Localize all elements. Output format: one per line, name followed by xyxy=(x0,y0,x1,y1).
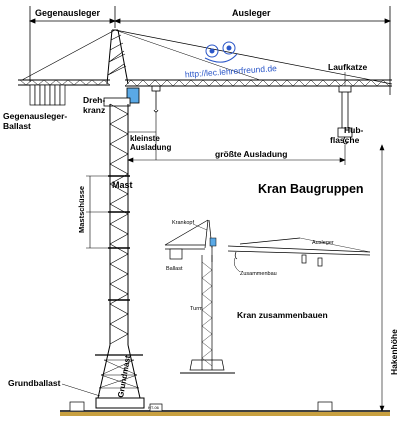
diagram-title: Kran Baugruppen xyxy=(258,182,364,196)
label-grundmast: Grundmast xyxy=(116,354,132,398)
label-groesste-ausladung: größte Ausladung xyxy=(215,149,287,159)
inset-label-krankopf: Krankopf xyxy=(172,220,194,226)
inset-drehkranz xyxy=(209,237,217,247)
watermark-url: http://lec.lehrerfreund.de xyxy=(185,63,278,79)
inset-zusammenbau-arrow xyxy=(233,257,241,273)
inset-label-ausleger: Ausleger xyxy=(312,240,334,246)
label-kleinste-ausladung-1: kleinste xyxy=(130,134,160,143)
main-jib xyxy=(124,79,392,87)
inset-krankopf-leader xyxy=(192,223,208,231)
groesste-ausladung-dim xyxy=(127,145,346,165)
label-hubflasche-1: Hub- xyxy=(344,125,364,135)
trolley-inner xyxy=(151,85,161,113)
drehkranz-slewing-platform xyxy=(103,97,131,107)
rail-blocks xyxy=(69,401,333,412)
top-dimension-lines xyxy=(28,6,392,95)
grundmast-base xyxy=(95,344,145,409)
mast-tower xyxy=(108,103,130,345)
label-gegenausleger-ballast-2: Ballast xyxy=(3,121,31,131)
kleinste-ausladung-dim xyxy=(127,112,157,160)
label-gegenausleger: Gegenausleger xyxy=(35,8,101,18)
label-grundballast: Grundballast xyxy=(8,378,61,388)
label-laufkatze: Laufkatze xyxy=(328,62,367,72)
label-hakenhoehe: Hakenhöhe xyxy=(389,329,399,375)
label-drehkranz-1: Dreh- xyxy=(83,95,105,105)
inset-caption: Kran zusammenbauen xyxy=(237,310,328,320)
inset-label-turm: Turm xyxy=(190,306,203,312)
label-mast: Mast xyxy=(112,180,133,190)
label-hubflasche-2: flasche xyxy=(330,135,360,145)
grundballast-leader xyxy=(61,383,101,397)
hakenhoehe-dim xyxy=(379,144,385,412)
counterjib-ballast-blocks xyxy=(29,84,66,106)
ground-strip xyxy=(60,412,390,416)
owl-logo-icon xyxy=(204,41,238,63)
small-mark-ht06: HT-06 xyxy=(148,405,160,410)
label-kleinste-ausladung-2: Ausladung xyxy=(130,143,171,152)
inset-label-zusammenbau: Zusammenbau xyxy=(240,271,277,277)
label-ausleger: Ausleger xyxy=(232,8,271,18)
crane-head xyxy=(21,29,393,85)
label-gegenausleger-ballast-1: Gegenausleger- xyxy=(3,111,67,121)
label-mastschuesse: Mastschüsse xyxy=(77,186,86,233)
counter-jib xyxy=(18,79,111,86)
inset-crane xyxy=(164,219,371,374)
label-drehkranz-2: kranz xyxy=(83,105,105,115)
inset-label-ballast: Ballast xyxy=(166,266,183,272)
mastschuesse-dim xyxy=(86,175,108,249)
